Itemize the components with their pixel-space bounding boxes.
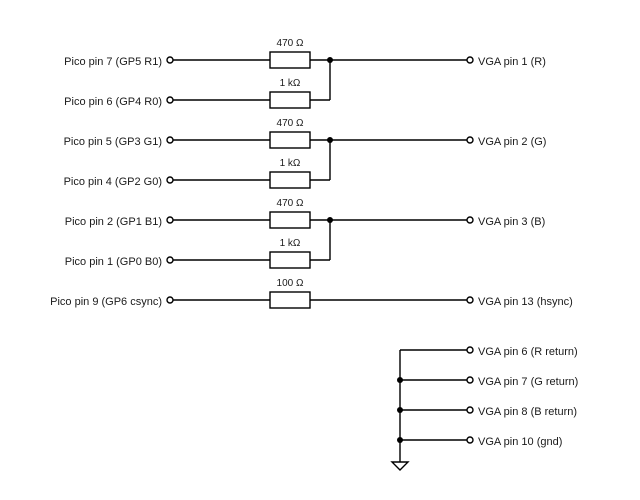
resistor-csync xyxy=(269,291,311,309)
resistor-red-lsb xyxy=(269,91,311,109)
terminal-pico-blue-lsb xyxy=(166,256,174,264)
vga-label-blue: VGA pin 3 (B) xyxy=(478,216,545,228)
resistor-green-msb xyxy=(269,131,311,149)
junction-red xyxy=(327,57,333,63)
resistor-value-g1: 470 Ω xyxy=(277,118,304,129)
junction-ground-3 xyxy=(397,437,403,443)
resistors xyxy=(269,51,311,309)
resistor-value-r1: 470 Ω xyxy=(277,38,304,49)
terminal-vga-ground-3 xyxy=(466,436,474,444)
resistor-green-lsb xyxy=(269,171,311,189)
terminal-pico-red-lsb xyxy=(166,96,174,104)
resistor-value-r0: 1 kΩ xyxy=(280,78,301,89)
pico-label-gp6: Pico pin 9 (GP6 csync) xyxy=(50,296,162,308)
junction-ground-1 xyxy=(397,377,403,383)
vga-label-gnd: VGA pin 10 (gnd) xyxy=(478,436,562,448)
resistor-red-msb xyxy=(269,51,311,69)
vga-label-b-return: VGA pin 8 (B return) xyxy=(478,406,577,418)
terminal-pico-blue-msb xyxy=(166,216,174,224)
resistor-value-b1: 470 Ω xyxy=(277,198,304,209)
vga-label-g-return: VGA pin 7 (G return) xyxy=(478,376,578,388)
terminal-vga-ground-2 xyxy=(466,406,474,414)
pico-label-gp3: Pico pin 5 (GP3 G1) xyxy=(64,136,162,148)
vga-label-hsync: VGA pin 13 (hsync) xyxy=(478,296,573,308)
pico-label-gp1: Pico pin 2 (GP1 B1) xyxy=(65,216,162,228)
terminal-vga-red xyxy=(466,56,474,64)
junction-blue xyxy=(327,217,333,223)
terminal-pico-green-lsb xyxy=(166,176,174,184)
terminal-vga-blue xyxy=(466,216,474,224)
resistor-blue-lsb xyxy=(269,251,311,269)
resistor-value-b0: 1 kΩ xyxy=(280,238,301,249)
resistor-value-g0: 1 kΩ xyxy=(280,158,301,169)
resistor-value-csync: 100 Ω xyxy=(277,278,304,289)
terminal-vga-green xyxy=(466,136,474,144)
terminals xyxy=(166,56,474,444)
terminal-vga-ground-0 xyxy=(466,346,474,354)
terminal-vga-ground-1 xyxy=(466,376,474,384)
terminal-pico-csync xyxy=(166,296,174,304)
terminal-pico-green-msb xyxy=(166,136,174,144)
terminal-pico-red-msb xyxy=(166,56,174,64)
junctions xyxy=(327,57,403,443)
terminal-vga-hsync xyxy=(466,296,474,304)
junction-ground-2 xyxy=(397,407,403,413)
wires xyxy=(170,59,470,462)
pico-label-gp2: Pico pin 4 (GP2 G0) xyxy=(64,176,162,188)
pico-label-gp0: Pico pin 1 (GP0 B0) xyxy=(65,256,162,268)
pico-label-gp5: Pico pin 7 (GP5 R1) xyxy=(64,56,162,68)
vga-label-r-return: VGA pin 6 (R return) xyxy=(478,346,578,358)
vga-label-red: VGA pin 1 (R) xyxy=(478,56,546,68)
junction-green xyxy=(327,137,333,143)
ground-icon xyxy=(390,461,410,471)
resistor-blue-msb xyxy=(269,211,311,229)
pico-label-gp4: Pico pin 6 (GP4 R0) xyxy=(64,96,162,108)
vga-label-green: VGA pin 2 (G) xyxy=(478,136,546,148)
